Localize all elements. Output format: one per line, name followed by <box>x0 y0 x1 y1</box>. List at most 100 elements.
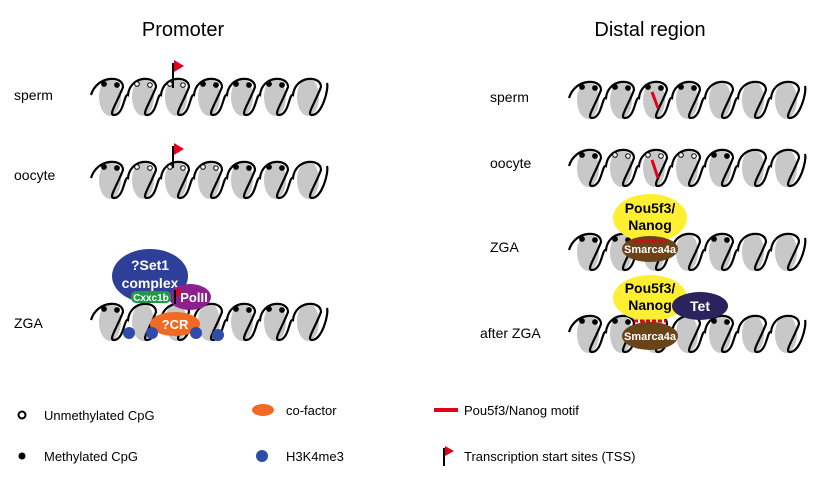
nucleosome <box>264 303 286 341</box>
nucleosome <box>264 161 286 199</box>
nucleosome <box>709 81 731 119</box>
promoter-stage-oocyte: oocyte <box>14 167 55 183</box>
nucleosome <box>676 81 698 119</box>
methylated-cpg <box>612 318 618 324</box>
set1-label-1: ?Set1 <box>131 257 169 273</box>
nucleosome <box>610 149 632 187</box>
tss-flag-icon <box>443 446 454 466</box>
unmethylated-cpg <box>625 153 631 159</box>
methylated-cpg <box>625 319 631 325</box>
nucleosome <box>264 78 286 116</box>
unmethylated-cpg <box>180 82 186 88</box>
methylated-cpg <box>711 236 717 242</box>
tss-flag-sperm <box>172 60 184 88</box>
methylated-cpg <box>724 153 730 159</box>
pou-after-2: Nanog <box>628 297 672 313</box>
nucleosome <box>577 233 599 271</box>
nucleosome <box>231 161 253 199</box>
nucleosome <box>297 161 319 199</box>
methylated-cpg <box>279 307 285 313</box>
methylated-cpg <box>114 82 120 88</box>
promoter-stage-sperm: sperm <box>14 87 53 103</box>
motif-oocyte <box>650 159 660 179</box>
legend-unmethylated: Unmethylated CpG <box>44 408 155 423</box>
legend-cofactor: co-factor <box>286 403 337 418</box>
methylated-cpg <box>625 85 631 91</box>
methylated-cpg <box>101 81 107 87</box>
nucleosome <box>297 303 319 341</box>
nucleosome <box>577 149 599 187</box>
unmethylated-cpg <box>658 153 664 159</box>
h3k4me3-marks <box>123 327 224 341</box>
dna-strand <box>567 148 807 188</box>
pou-after-1: Pou5f3/ <box>625 280 676 296</box>
pou-nanog-after: Pou5f3/ Nanog <box>613 275 687 321</box>
nucleosome <box>577 315 599 353</box>
distal-stage-sperm: sperm <box>490 89 529 105</box>
nucleosome <box>610 81 632 119</box>
pou-nanog-zga: Pou5f3/ Nanog <box>613 194 687 242</box>
unmethylated-cpg <box>167 164 173 170</box>
nucleosome <box>231 303 253 341</box>
tss-flag-oocyte <box>172 143 184 168</box>
methylated-cpg <box>279 165 285 171</box>
unmethylated-cpg <box>213 165 219 171</box>
unmethylated-cpg <box>134 81 140 87</box>
cxxc1b: Cxxc1b <box>131 291 171 304</box>
unmethylated-cpg <box>612 152 618 158</box>
methylated-cpg <box>579 84 585 90</box>
fiber-distal-sperm <box>567 80 807 120</box>
h3k4me3-icon <box>256 450 268 462</box>
nucleosome <box>165 78 187 116</box>
methylated-cpg <box>200 81 206 87</box>
dna-strand <box>567 314 807 354</box>
promoter-stage-zga: ZGA <box>14 315 43 331</box>
nucleosome <box>775 149 797 187</box>
fiber-promoter-sperm <box>89 77 329 117</box>
nucleosome <box>775 233 797 271</box>
methylated-cpg <box>592 237 598 243</box>
nucleosome <box>676 233 698 271</box>
methylated-cpg <box>724 319 730 325</box>
smarca4a-zga-label: Smarca4a <box>624 244 677 256</box>
nucleosome <box>99 78 121 116</box>
methylated-cpg <box>279 82 285 88</box>
nucleosome <box>231 78 253 116</box>
methylated-cpg <box>101 164 107 170</box>
methylated-cpg <box>691 85 697 91</box>
distal-stage-zga: ZGA <box>490 239 519 255</box>
nucleosome <box>165 161 187 199</box>
methylated-cpg <box>711 318 717 324</box>
dna-strand <box>89 160 329 200</box>
smarca4a-after-label: Smarca4a <box>624 331 677 343</box>
nucleosome <box>99 161 121 199</box>
nucleosome <box>676 315 698 353</box>
legend-motif: Pou5f3/Nanog motif <box>464 403 579 418</box>
unmethylated-cpg <box>645 152 651 158</box>
methylated-cpg <box>678 84 684 90</box>
set1-label-2: complex <box>122 275 179 291</box>
methylated-cpg <box>101 306 107 312</box>
polii: PolII <box>169 284 211 310</box>
methylated-cpg <box>579 236 585 242</box>
methylated-cpg <box>579 152 585 158</box>
dna-strand <box>89 77 329 117</box>
legend-h3k4me3: H3K4me3 <box>286 449 344 464</box>
distal-stage-after-zga: after ZGA <box>480 325 541 341</box>
distal-title: Distal region <box>594 19 705 41</box>
methylated-cpg <box>612 84 618 90</box>
methylated-cpg <box>246 307 252 313</box>
legend: Unmethylated CpG Methylated CpG co-facto… <box>17 403 635 466</box>
methylated-cpg <box>114 165 120 171</box>
nucleosome <box>709 233 731 271</box>
methylated-cpg <box>592 85 598 91</box>
methylated-cpg <box>592 153 598 159</box>
fiber-distal-oocyte <box>567 148 807 188</box>
methylated-cpg <box>213 82 219 88</box>
pou-zga-1: Pou5f3/ <box>625 200 676 216</box>
tet: Tet <box>672 292 728 320</box>
methylated-cpg <box>645 84 651 90</box>
nucleosome <box>742 233 764 271</box>
nucleosome <box>742 149 764 187</box>
